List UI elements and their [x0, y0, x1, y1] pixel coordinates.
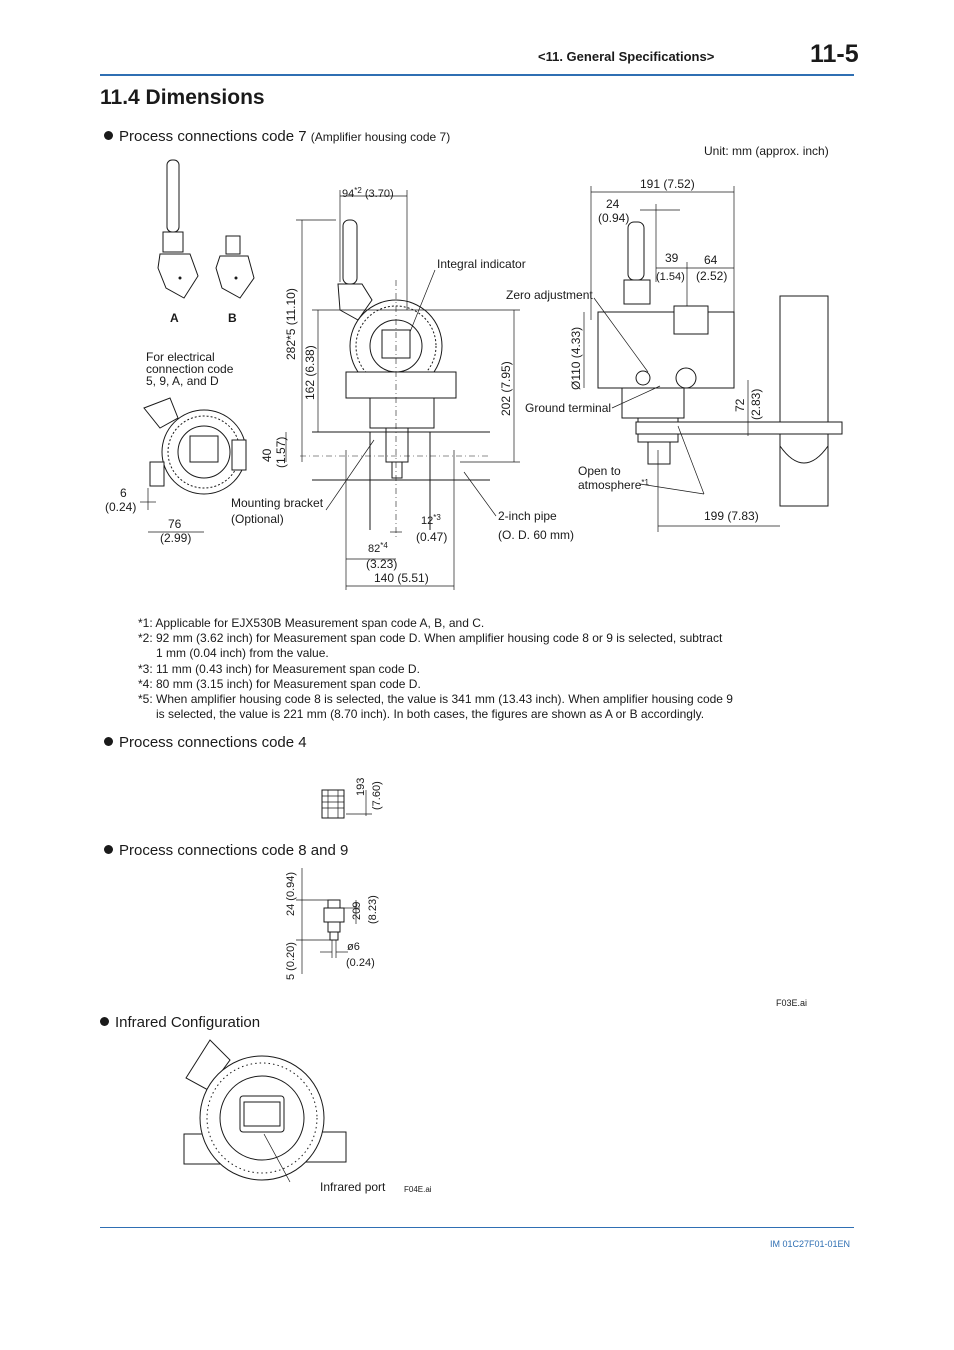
dim-209-inch: (8.23) [367, 895, 379, 924]
note-3: *3: 11 mm (0.43 inch) for Measurement sp… [138, 661, 420, 676]
bullet-dot-icon [104, 845, 113, 854]
label-2inch-pipe: 2-inch pipe [498, 509, 557, 523]
elec-note-2: connection code [146, 362, 234, 376]
bullet-dot-icon [104, 131, 113, 140]
dim-24-right-inch: (0.94) [598, 211, 629, 225]
dim-72-inch: (2.83) [749, 389, 763, 420]
antenna-variant-a [157, 159, 199, 299]
dim-12: 12*3 [421, 513, 441, 527]
header-rule [100, 74, 854, 76]
antenna-variant-b [215, 235, 255, 299]
dim-24-code89: 24 (0.94) [285, 872, 297, 916]
note-4: *4: 80 mm (3.15 inch) for Measurement sp… [138, 676, 421, 691]
elec-note-3: 5, 9, A, and D [146, 374, 219, 388]
dim-24-right: 24 [606, 197, 620, 211]
infrared-configuration-drawing: Infrared port F04E.ai [183, 1039, 432, 1194]
dim-82-inch: (3.23) [366, 557, 397, 571]
dimension-drawing-code7: A B For electrical connection code 5, 9,… [105, 159, 843, 590]
dim-phi6-inch: (0.24) [346, 957, 375, 969]
dim-94: 94*2 (3.70) [342, 186, 394, 200]
bullet-process-code89: Process connections code 8 and 9 [104, 842, 348, 859]
dim-82: 82*4 [368, 541, 388, 555]
dim-282: 282*5 (11.10) [284, 288, 298, 360]
label-integral-indicator: Integral indicator [437, 257, 526, 271]
bullet-sub-amplifier: (Amplifier housing code 7) [310, 130, 451, 144]
label-a: A [170, 311, 179, 325]
label-mounting-optional: (Optional) [231, 512, 284, 526]
dim-199: 199 (7.83) [704, 509, 759, 523]
dim-193: 193 [355, 778, 367, 796]
dim-6: 6 [120, 486, 127, 500]
dim-40-inch: (1.57) [274, 437, 288, 468]
label-open-to: Open to [578, 464, 621, 478]
dim-191: 191 (7.52) [640, 177, 695, 191]
dim-phi110: Ø110 (4.33) [569, 327, 583, 390]
label-infrared-port: Infrared port [320, 1180, 386, 1194]
dim-64-inch: (2.52) [696, 269, 727, 283]
label-ground-terminal: Ground terminal [525, 401, 611, 415]
dimension-drawing-code4: 193 (7.60) [321, 778, 383, 819]
dim-76-inch: (2.99) [160, 531, 191, 545]
dim-162: 162 (6.38) [303, 345, 317, 400]
dim-39-inch: (1.54) [656, 271, 685, 283]
dim-140: 140 (5.51) [374, 571, 429, 585]
note-5-cont: is selected, the value is 221 mm (8.70 i… [156, 707, 705, 722]
document-number: IM 01C27F01-01EN [770, 1239, 851, 1249]
dim-209: 209 [351, 902, 363, 920]
dim-12-inch: (0.47) [416, 530, 447, 544]
bullet-process-code4: Process connections code 4 [104, 734, 307, 751]
dim-5: 5 (0.20) [285, 942, 297, 980]
dim-39: 39 [665, 251, 679, 265]
elec-note-1: For electrical [146, 350, 215, 364]
dim-76: 76 [168, 517, 182, 531]
dimension-drawing-code89: 24 (0.94) 209 (8.23) 5 (0.20) ø6 (0.24) [285, 868, 379, 980]
label-zero-adjustment: Zero adjustment [506, 288, 593, 302]
bullet-dot-icon [100, 1017, 109, 1026]
label-atmosphere: atmosphere*1 [578, 478, 649, 492]
dim-64: 64 [704, 253, 718, 267]
footnotes: *1: Applicable for EJX530B Measurement s… [138, 616, 733, 722]
unit-label: Unit: mm (approx. inch) [704, 144, 829, 158]
dim-phi6: ø6 [347, 941, 360, 953]
figure-ref-f04e: F04E.ai [404, 1185, 432, 1194]
note-1: *1: Applicable for EJX530B Measurement s… [138, 616, 485, 630]
bullet-process-code7: Process connections code 7 (Amplifier ho… [104, 128, 450, 145]
bullet-dot-icon [104, 737, 113, 746]
label-b: B [228, 311, 237, 325]
footer-rule [100, 1227, 854, 1228]
figure-ref-f03e: F03E.ai [776, 998, 808, 1008]
note-2: *2: 92 mm (3.62 inch) for Measurement sp… [138, 631, 723, 646]
dim-40: 40 [260, 448, 274, 462]
dim-72: 72 [733, 398, 747, 412]
dim-193-inch: (7.60) [371, 781, 383, 810]
page-number: 11-5 [810, 40, 859, 68]
bullet-infrared: Infrared Configuration [100, 1014, 260, 1031]
label-mounting-bracket: Mounting bracket [231, 496, 324, 510]
dim-202: 202 (7.95) [499, 361, 513, 416]
note-2-cont: 1 mm (0.04 inch) from the value. [156, 646, 329, 661]
housing-side-view [143, 397, 247, 495]
header-section-label: <11. General Specifications> [538, 49, 715, 64]
dim-6-inch: (0.24) [105, 500, 136, 514]
section-title: 11.4 Dimensions [100, 86, 265, 109]
label-pipe-od: (O. D. 60 mm) [498, 528, 574, 542]
note-5: *5: When amplifier housing code 8 is sel… [138, 692, 733, 707]
